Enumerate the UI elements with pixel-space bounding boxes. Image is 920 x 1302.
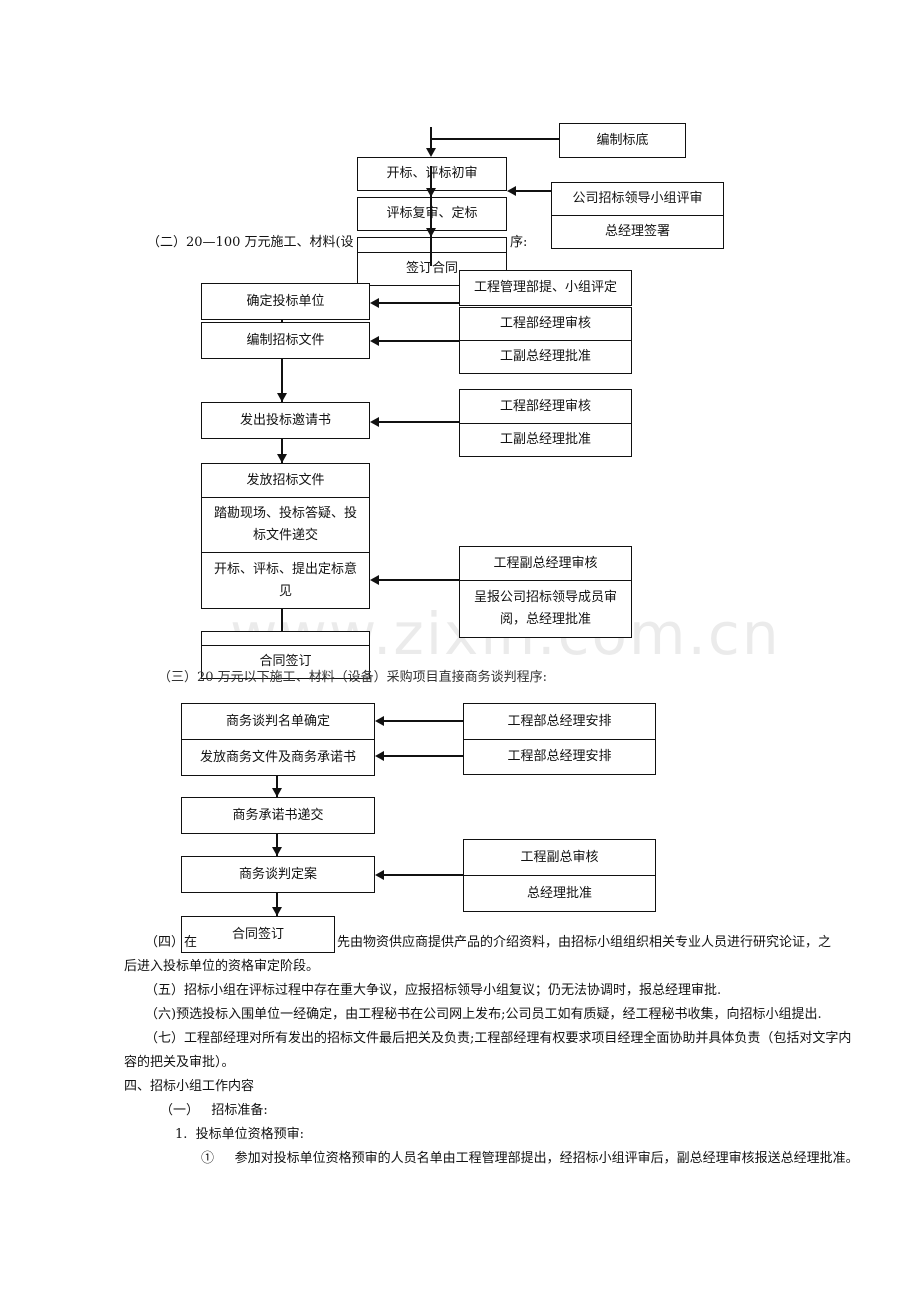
box-right2-0: 工程部经理审核 <box>459 389 632 424</box>
connector <box>376 340 459 342</box>
box-dingan: 商务谈判定案 <box>181 856 375 893</box>
box-fafang-shangwu: 发放商务文件及商务承诺书 <box>181 739 375 776</box>
para7-end: 容的把关及审批）。 <box>124 1055 235 1070</box>
box-queding-toubiao: 确定投标单位 <box>201 283 370 320</box>
arrow-down-icon <box>277 393 287 402</box>
item-1: 1. 投标单位资格预审: <box>175 1127 305 1142</box>
box-mingdan: 商务谈判名单确定 <box>181 703 375 740</box>
para4-end: 后进入投标单位的资格审定阶段。 <box>124 959 320 974</box>
connector <box>381 874 463 876</box>
connector <box>431 138 559 140</box>
box-fafang: 发放招标文件 <box>201 463 370 498</box>
arrow-down-icon <box>272 847 282 856</box>
box-kaibiao: 开标、评标、提出定标意见 <box>201 552 370 609</box>
box-hetong: 合同签订 <box>201 645 370 679</box>
para5: （五）招标小组在评标过程中存在重大争议，应报招标领导小组复议；仍无法协调时，报总… <box>145 983 722 998</box>
connector <box>381 720 463 722</box>
section2-heading-a: （二）20—100 万元施工、材料(设 <box>147 235 354 250</box>
arrow-left-icon <box>370 336 379 346</box>
arrow-down-icon <box>426 188 436 197</box>
para4-cont: 先由物资供应商提供产品的介绍资料，由招标小组组织相关专业人员进行研究论证，之 <box>337 935 832 950</box>
box-right2-1: 工副总经理批准 <box>459 423 632 457</box>
arrow-left-icon <box>370 417 379 427</box>
arrow-left-icon <box>370 575 379 585</box>
section3-heading: （三）20 万元以下施工、材料（设备）采购项目直接商务谈判程序: <box>158 670 548 685</box>
arrow-down-icon <box>272 788 282 797</box>
heading-4: 四、招标小组工作内容 <box>124 1079 255 1094</box>
box-s3-right3-0: 工程副总审核 <box>463 839 656 876</box>
connector <box>376 302 459 304</box>
box-dijiao: 商务承诺书递交 <box>181 797 375 834</box>
connector <box>376 579 459 581</box>
box-hetong3: 合同签订 <box>181 916 335 953</box>
section2-heading-b: 序: <box>510 235 528 250</box>
box-kaibiao-chushen: 开标、评标初审 <box>357 157 507 191</box>
connector <box>430 166 432 266</box>
item-1-1: ① 参加对投标单位资格预审的人员名单由工程管理部提出，经招标小组评审后，副总经理… <box>201 1151 859 1166</box>
box-right1-0: 工程管理部提、小组评定 <box>459 270 632 306</box>
box-bianzhi-zhaobiao: 编制招标文件 <box>201 322 370 359</box>
arrow-left-icon <box>375 870 384 880</box>
connector <box>376 421 459 423</box>
heading-4-1: （一） 招标准备: <box>160 1103 268 1118</box>
connector <box>381 755 463 757</box>
box-yaoqing: 发出投标邀请书 <box>201 402 370 439</box>
arrow-down-icon <box>277 454 287 463</box>
box-right3-0: 工程副总经理审核 <box>459 546 632 581</box>
box-takan: 踏勘现场、投标答疑、投标文件递交 <box>201 497 370 553</box>
para4-start: （四）在 <box>145 935 198 950</box>
arrow-down-icon <box>426 148 436 157</box>
para6: （六)预选投标入围单位一经确定，由工程秘书在公司网上发布;公司员工如有质疑，经工… <box>145 1007 822 1022</box>
box-pingbiao-fushen: 评标复审、定标 <box>357 197 507 231</box>
box-right3-1: 呈报公司招标领导成员审阅，总经理批准 <box>459 580 632 638</box>
box-s3-right3-1: 总经理批准 <box>463 875 656 912</box>
box-right1-1: 工程部经理审核 <box>459 307 632 341</box>
arrow-left-icon <box>370 298 379 308</box>
arrow-left-icon <box>507 186 516 196</box>
arrow-down-icon <box>426 228 436 237</box>
arrow-left-icon <box>375 751 384 761</box>
para7: （七）工程部经理对所有发出的招标文件最后把关及负责;工程部经理有权要求项目经理全… <box>145 1031 852 1046</box>
box-right1-2: 工副总经理批准 <box>459 340 632 374</box>
arrow-left-icon <box>375 716 384 726</box>
box-s3-right2: 工程部总经理安排 <box>463 739 656 775</box>
box-qianshu: 总经理签署 <box>551 215 724 249</box>
box-bianzhi-biaodi: 编制标底 <box>559 123 686 158</box>
box-pingshen: 公司招标领导小组评审 <box>551 182 724 216</box>
box-s3-right1: 工程部总经理安排 <box>463 703 656 740</box>
arrow-down-icon <box>272 907 282 916</box>
connector <box>512 190 551 192</box>
